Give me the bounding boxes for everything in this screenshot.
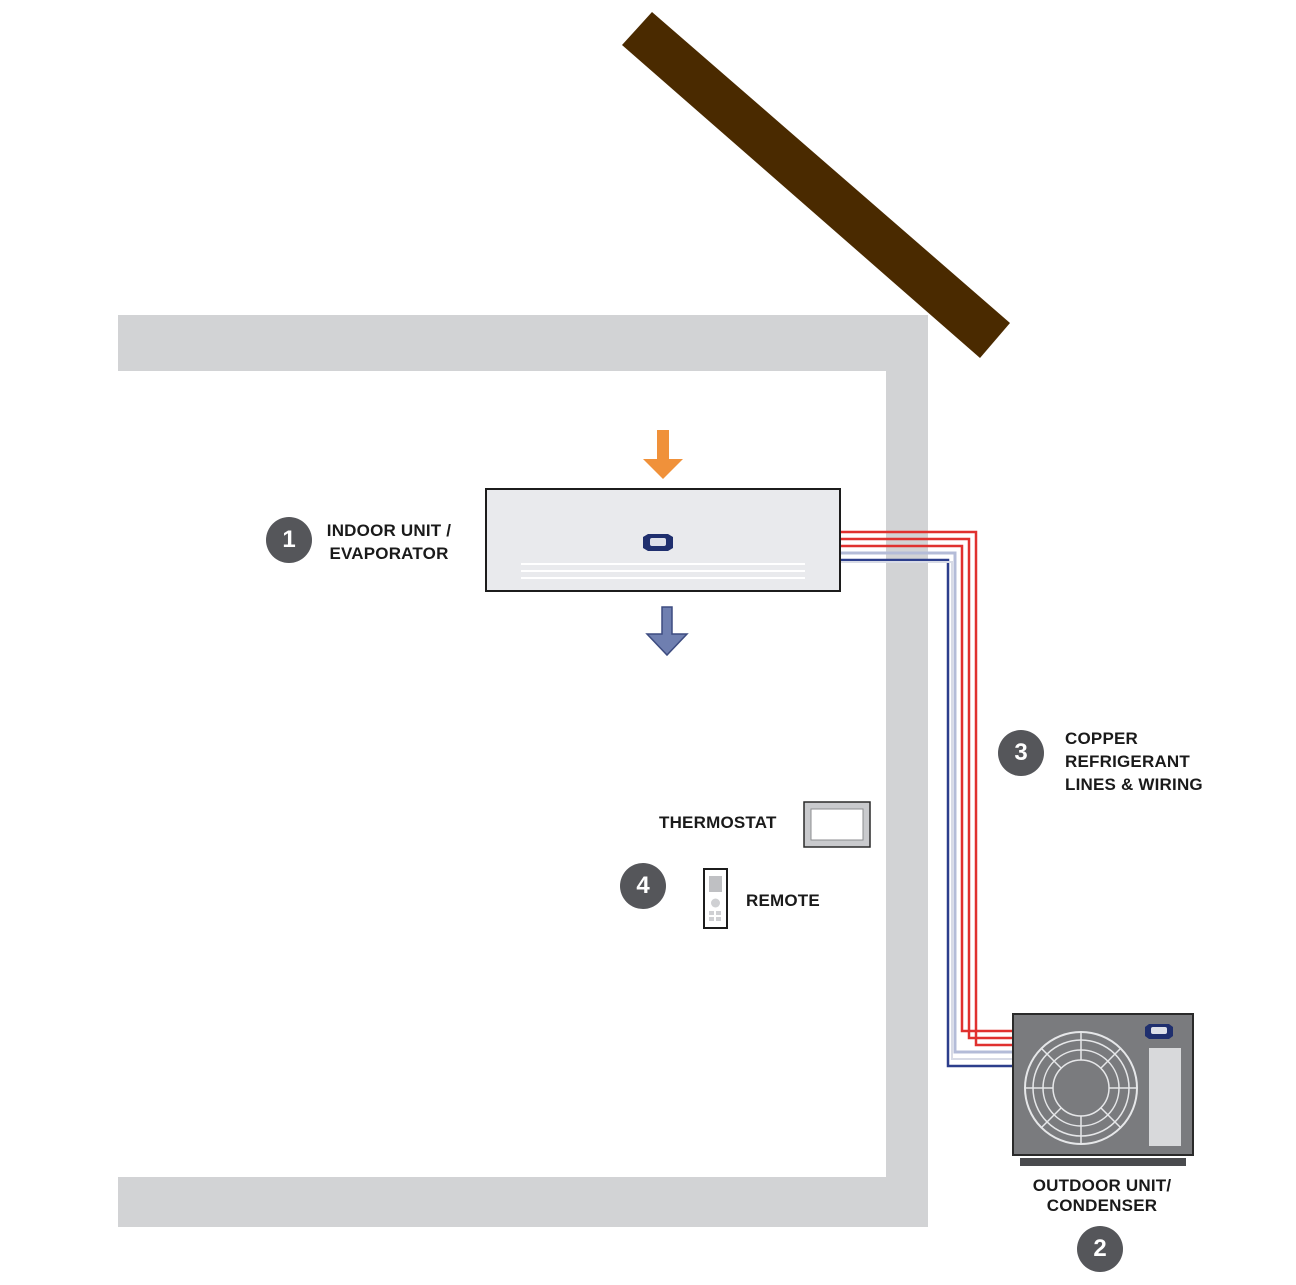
- refrigerant-lines-label: COPPER REFRIGERANT LINES & WIRING: [1065, 727, 1203, 796]
- refrigerant-lines: [840, 530, 1012, 1068]
- cool-air-arrow-icon: [645, 606, 689, 657]
- thermostat-device: [803, 801, 871, 848]
- thermostat-label: THERMOSTAT: [659, 813, 777, 832]
- refrigerant-lines-label-line1: COPPER: [1065, 729, 1138, 748]
- refrigerant-lines-label-line2: REFRIGERANT: [1065, 752, 1190, 771]
- roof-beam: [622, 12, 1010, 358]
- outdoor-unit-label: OUTDOOR UNIT/ CONDENSER: [1022, 1176, 1182, 1216]
- remote-device: [703, 868, 728, 929]
- outdoor-unit: [1012, 1013, 1194, 1166]
- brand-logo-icon: [643, 534, 673, 551]
- refrigerant-lines-number-badge: 3: [998, 730, 1044, 776]
- refrigerant-lines-label-line3: LINES & WIRING: [1065, 775, 1203, 794]
- outdoor-unit-number-badge: 2: [1077, 1226, 1123, 1272]
- remote-label: REMOTE: [746, 891, 820, 910]
- house-wall: [118, 315, 928, 1227]
- controls-number-badge: 4: [620, 863, 666, 909]
- indoor-unit: [485, 488, 841, 592]
- fan-grille-icon: [1024, 1031, 1138, 1145]
- warm-air-arrow-icon: [643, 430, 683, 479]
- indoor-unit-number-badge: 1: [266, 517, 312, 563]
- indoor-unit-label-line2: EVAPORATOR: [329, 544, 449, 563]
- outdoor-unit-label-line1: OUTDOOR UNIT/: [1032, 1176, 1172, 1195]
- indoor-unit-label-line1: INDOOR UNIT /: [326, 521, 452, 540]
- indoor-unit-label: INDOOR UNIT / EVAPORATOR: [319, 519, 459, 565]
- brand-logo-icon: [1145, 1024, 1173, 1039]
- outdoor-unit-label-line2: CONDENSER: [1046, 1196, 1158, 1215]
